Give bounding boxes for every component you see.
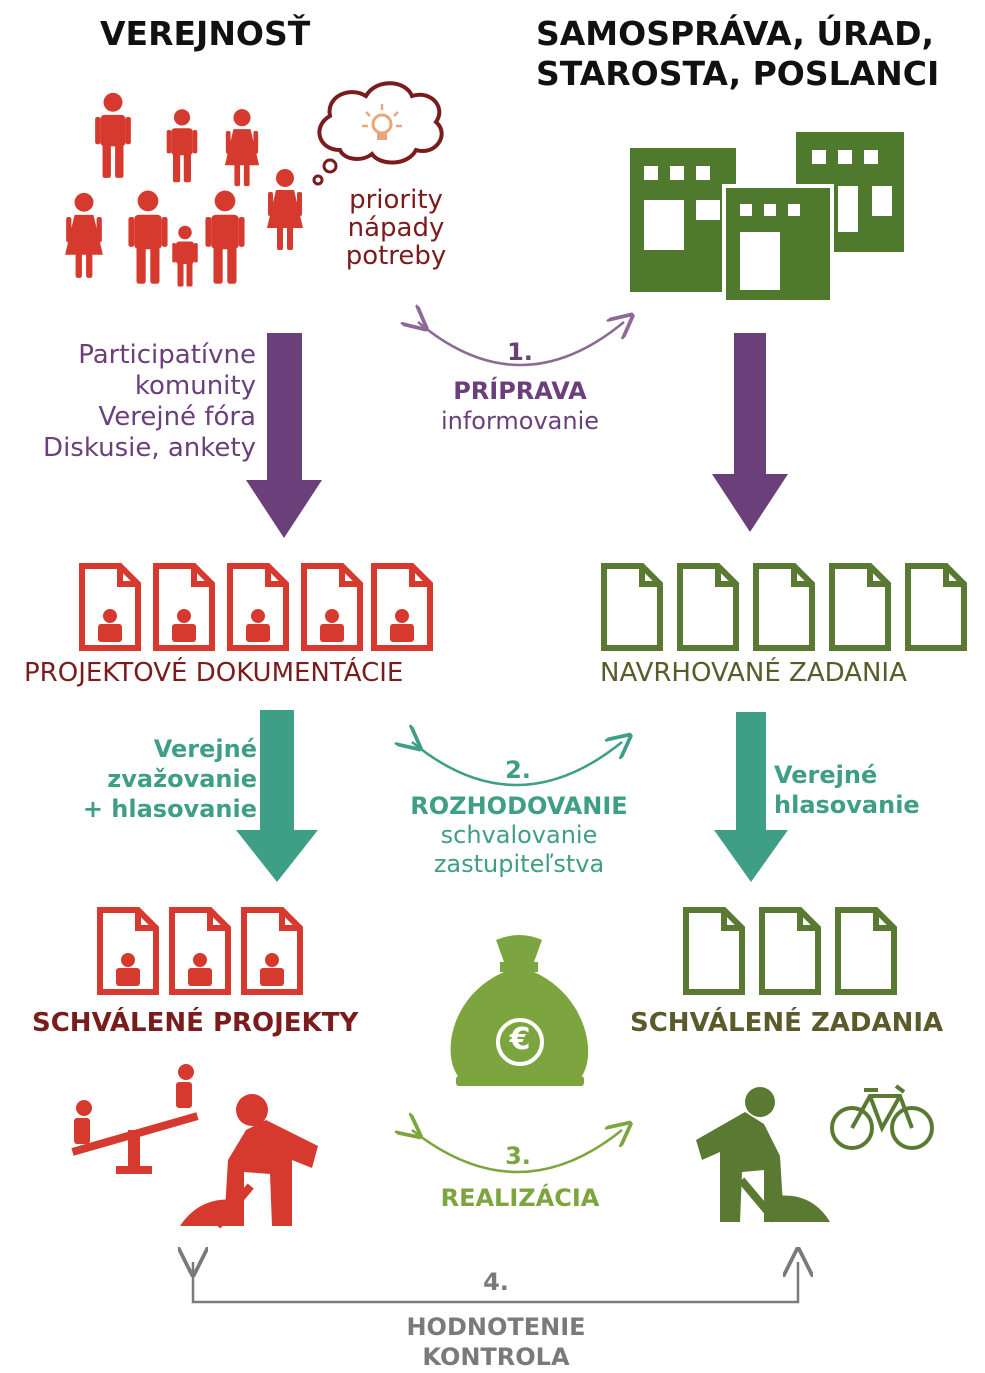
approved-document-icon [686, 910, 894, 992]
step2-label: ROZHODOVANIE schvalovanie zastupiteľstva [396, 792, 642, 879]
channel-verejne-fora: Verejné fóra [98, 402, 256, 432]
schvalene-projekty-label: SCHVÁLENÉ PROJEKTY [32, 1008, 359, 1038]
step2-line3: zastupiteľstva [433, 850, 605, 878]
step4-arrow [193, 1262, 798, 1304]
step3-number: 3. [505, 1142, 531, 1170]
thought-label: priority nápady potreby [342, 186, 450, 270]
step1-arrow [418, 322, 624, 367]
schvalene-zadania-label: SCHVÁLENÉ ZADANIA [630, 1008, 944, 1038]
buildings-icon [630, 132, 904, 304]
money-bag-icon [450, 935, 589, 1086]
step2-number: 2. [505, 756, 531, 784]
step1-subtitle: informovanie [440, 407, 600, 435]
thought-priority: priority [349, 185, 443, 215]
teal-down-arrows [236, 710, 788, 882]
step2-arrow [412, 742, 622, 787]
step4-label: HODNOTENIE KONTROLA [396, 1312, 596, 1372]
step4-line1: HODNOTENIE [406, 1313, 586, 1341]
right-vote: Verejné hlasovanie [774, 760, 920, 820]
step1-number: 1. [507, 338, 533, 366]
channel-komunity: komunity [134, 371, 256, 401]
right-vote-line1: Verejné [774, 761, 878, 789]
left-vote: Verejné zvažovanie + hlasovanie [83, 734, 257, 824]
left-header: VEREJNOSŤ [100, 14, 311, 53]
people-icon [65, 92, 303, 287]
step2-line2: schvalovanie [440, 821, 598, 849]
purple-down-arrows [246, 333, 788, 538]
step2-title: ROZHODOVANIE [410, 792, 628, 820]
left-vote-line3: + hlasovanie [82, 795, 257, 823]
right-header-line1: SAMOSPRÁVA, ÚRAD, [536, 14, 935, 53]
seesaw-icon [71, 1064, 199, 1174]
navrhovane-zadania-label: NAVRHOVANÉ ZADANIA [600, 658, 907, 688]
worker-digging-green-icon [696, 1087, 830, 1223]
step1-label: PRÍPRAVA informovanie [410, 376, 630, 436]
thought-potreby: potreby [345, 241, 447, 271]
thought-napady: nápady [347, 213, 445, 243]
document-person-icon [82, 566, 430, 648]
approved-document-person-icon [100, 910, 300, 992]
left-vote-line1: Verejné [153, 735, 257, 763]
step3-arrow [412, 1130, 622, 1174]
worker-digging-icon [180, 1094, 318, 1229]
channel-diskusie: Diskusie, ankety [43, 433, 256, 463]
right-vote-line2: hlasovanie [774, 791, 920, 819]
lightbulb-thought-icon [312, 81, 444, 186]
document-icon [604, 566, 964, 648]
step4-line2: KONTROLA [422, 1343, 570, 1371]
step3-title: REALIZÁCIA [440, 1184, 600, 1212]
right-header-line2: STAROSTA, POSLANCI [536, 54, 940, 93]
step4-number: 4. [483, 1268, 509, 1296]
left-vote-line2: zvažovanie [107, 765, 257, 793]
bicycle-icon [830, 1084, 934, 1150]
left-channels: Participatívne komunity Verejné fóra Dis… [43, 340, 256, 464]
projektove-dokumentacie-label: PROJEKTOVÉ DOKUMENTÁCIE [24, 658, 404, 688]
channel-participativne: Participatívne [78, 340, 256, 370]
euro-symbol: € [509, 1022, 531, 1057]
step1-title: PRÍPRAVA [453, 377, 587, 405]
